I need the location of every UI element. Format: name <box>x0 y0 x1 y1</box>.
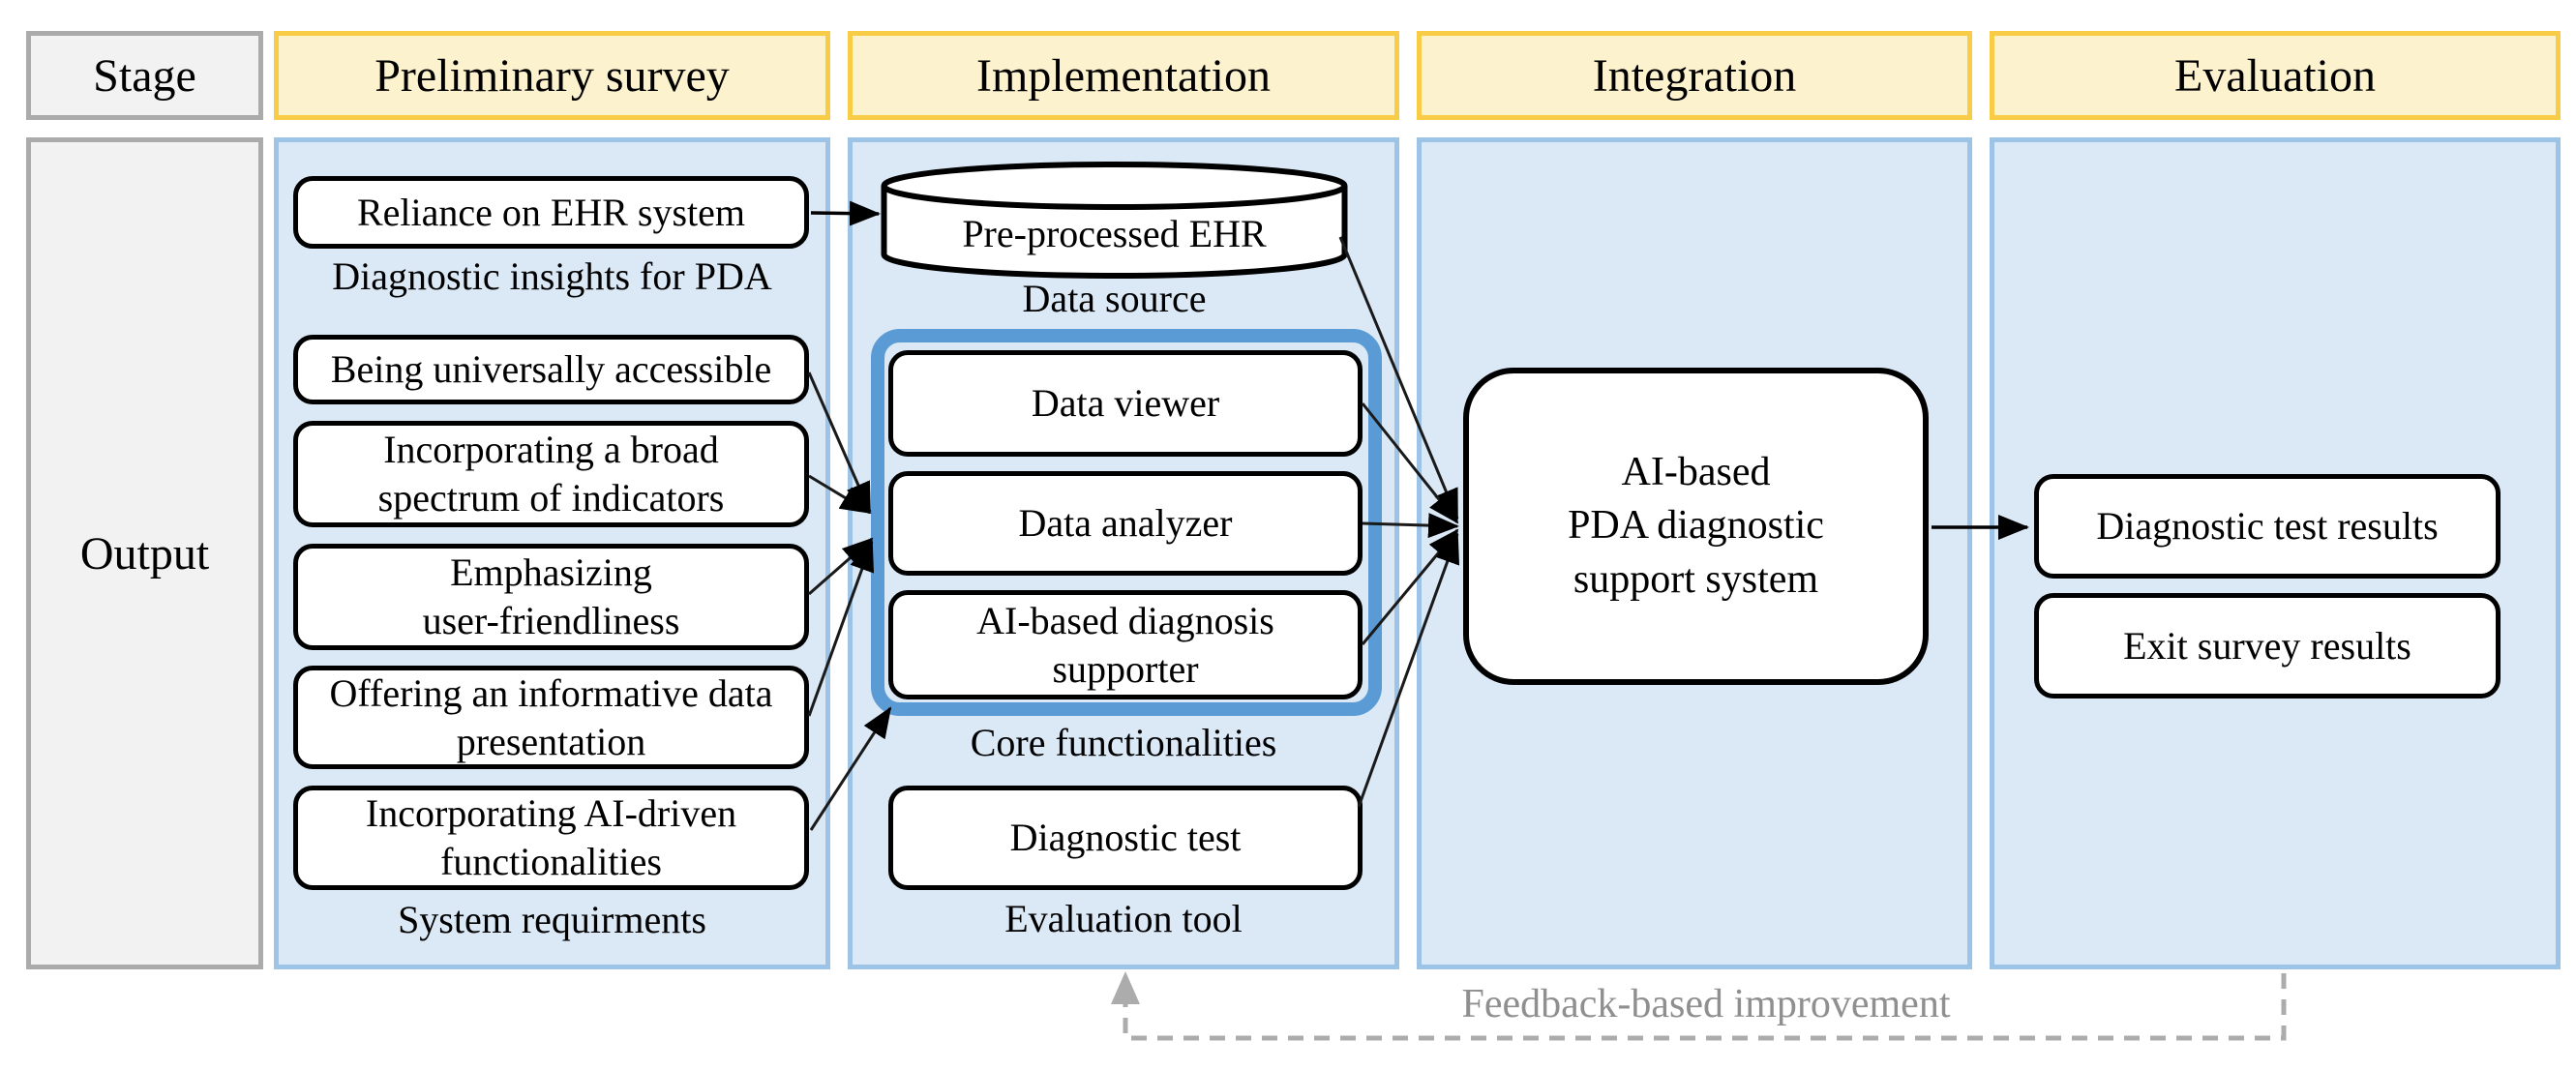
output-row-label-box: Output <box>26 137 263 969</box>
node-ai-diagnosis-supporter: AI-based diagnosis supporter <box>888 590 1363 699</box>
node-user-friendliness-line2: user-friendliness <box>422 599 680 642</box>
node-informative-data-line1: Offering an informative data <box>329 670 773 715</box>
node-data-analyzer-label: Data analyzer <box>1018 501 1233 546</box>
node-ai-pda-support-system: AI-based PDA diagnostic support system <box>1463 368 1929 685</box>
caption-data-source: Data source <box>1022 277 1207 320</box>
node-ai-diagnosis-line1: AI-based diagnosis <box>976 598 1274 642</box>
node-ai-pda-line1: AI-based <box>1621 449 1771 494</box>
node-broad-spectrum-indicators: Incorporating a broad spectrum of indica… <box>293 421 809 527</box>
node-broad-spectrum-line2: spectrum of indicators <box>377 476 725 520</box>
node-exit-survey-results: Exit survey results <box>2034 593 2501 698</box>
node-data-analyzer: Data analyzer <box>888 471 1363 576</box>
node-informative-data-presentation: Offering an informative data presentatio… <box>293 666 809 769</box>
node-user-friendliness-line1: Emphasizing <box>450 550 652 595</box>
stage-header-label: Stage <box>93 49 196 102</box>
node-ai-driven-line1: Incorporating AI-driven <box>365 791 737 836</box>
caption-evaluation-tool: Evaluation tool <box>1004 897 1243 940</box>
node-ai-pda-line2: PDA diagnostic <box>1568 503 1824 549</box>
node-data-viewer-label: Data viewer <box>1031 381 1220 426</box>
header-evaluation-label: Evaluation <box>2174 49 2376 102</box>
node-universally-accessible-label: Being universally accessible <box>330 347 772 392</box>
header-integration: Integration <box>1417 31 1972 120</box>
cylinder-preprocessed-ehr-label: Pre-processed EHR <box>962 212 1267 255</box>
node-reliance-on-ehr-label: Reliance on EHR system <box>356 190 746 234</box>
header-evaluation: Evaluation <box>1990 31 2561 120</box>
header-implementation: Implementation <box>848 31 1399 120</box>
node-broad-spectrum-line1: Incorporating a broad <box>383 428 719 472</box>
node-exit-survey-results-label: Exit survey results <box>2123 623 2411 668</box>
header-implementation-label: Implementation <box>976 49 1271 102</box>
node-ai-diagnosis-line2: supporter <box>1052 646 1199 691</box>
output-row-label: Output <box>79 527 210 580</box>
header-integration-label: Integration <box>1592 49 1797 102</box>
node-diagnostic-test-results-label: Diagnostic test results <box>2096 504 2439 549</box>
node-ai-driven-line2: functionalities <box>440 840 662 883</box>
node-diagnostic-test-label: Diagnostic test <box>1009 816 1242 860</box>
caption-system-requirments: System requirments <box>398 898 706 941</box>
node-ai-driven-functionalities: Incorporating AI-driven functionalities <box>293 786 809 890</box>
feedback-improvement-label: Feedback-based improvement <box>1461 982 1951 1026</box>
stage-header: Stage <box>26 31 263 120</box>
feedback-up-arrow-icon <box>1111 971 1140 1004</box>
node-universally-accessible: Being universally accessible <box>293 335 809 404</box>
caption-core-functionalities: Core functionalities <box>970 721 1277 764</box>
node-user-friendliness: Emphasizing user-friendliness <box>293 544 809 650</box>
node-informative-data-line2: presentation <box>456 719 646 763</box>
node-reliance-on-ehr: Reliance on EHR system <box>293 176 809 249</box>
node-data-viewer: Data viewer <box>888 350 1363 457</box>
node-diagnostic-test-results: Diagnostic test results <box>2034 474 2501 579</box>
caption-diagnostic-insights: Diagnostic insights for PDA <box>332 254 772 298</box>
node-diagnostic-test: Diagnostic test <box>888 786 1363 890</box>
header-preliminary-survey: Preliminary survey <box>274 31 830 120</box>
node-ai-pda-line3: support system <box>1573 556 1819 602</box>
header-preliminary-survey-label: Preliminary survey <box>374 49 730 102</box>
